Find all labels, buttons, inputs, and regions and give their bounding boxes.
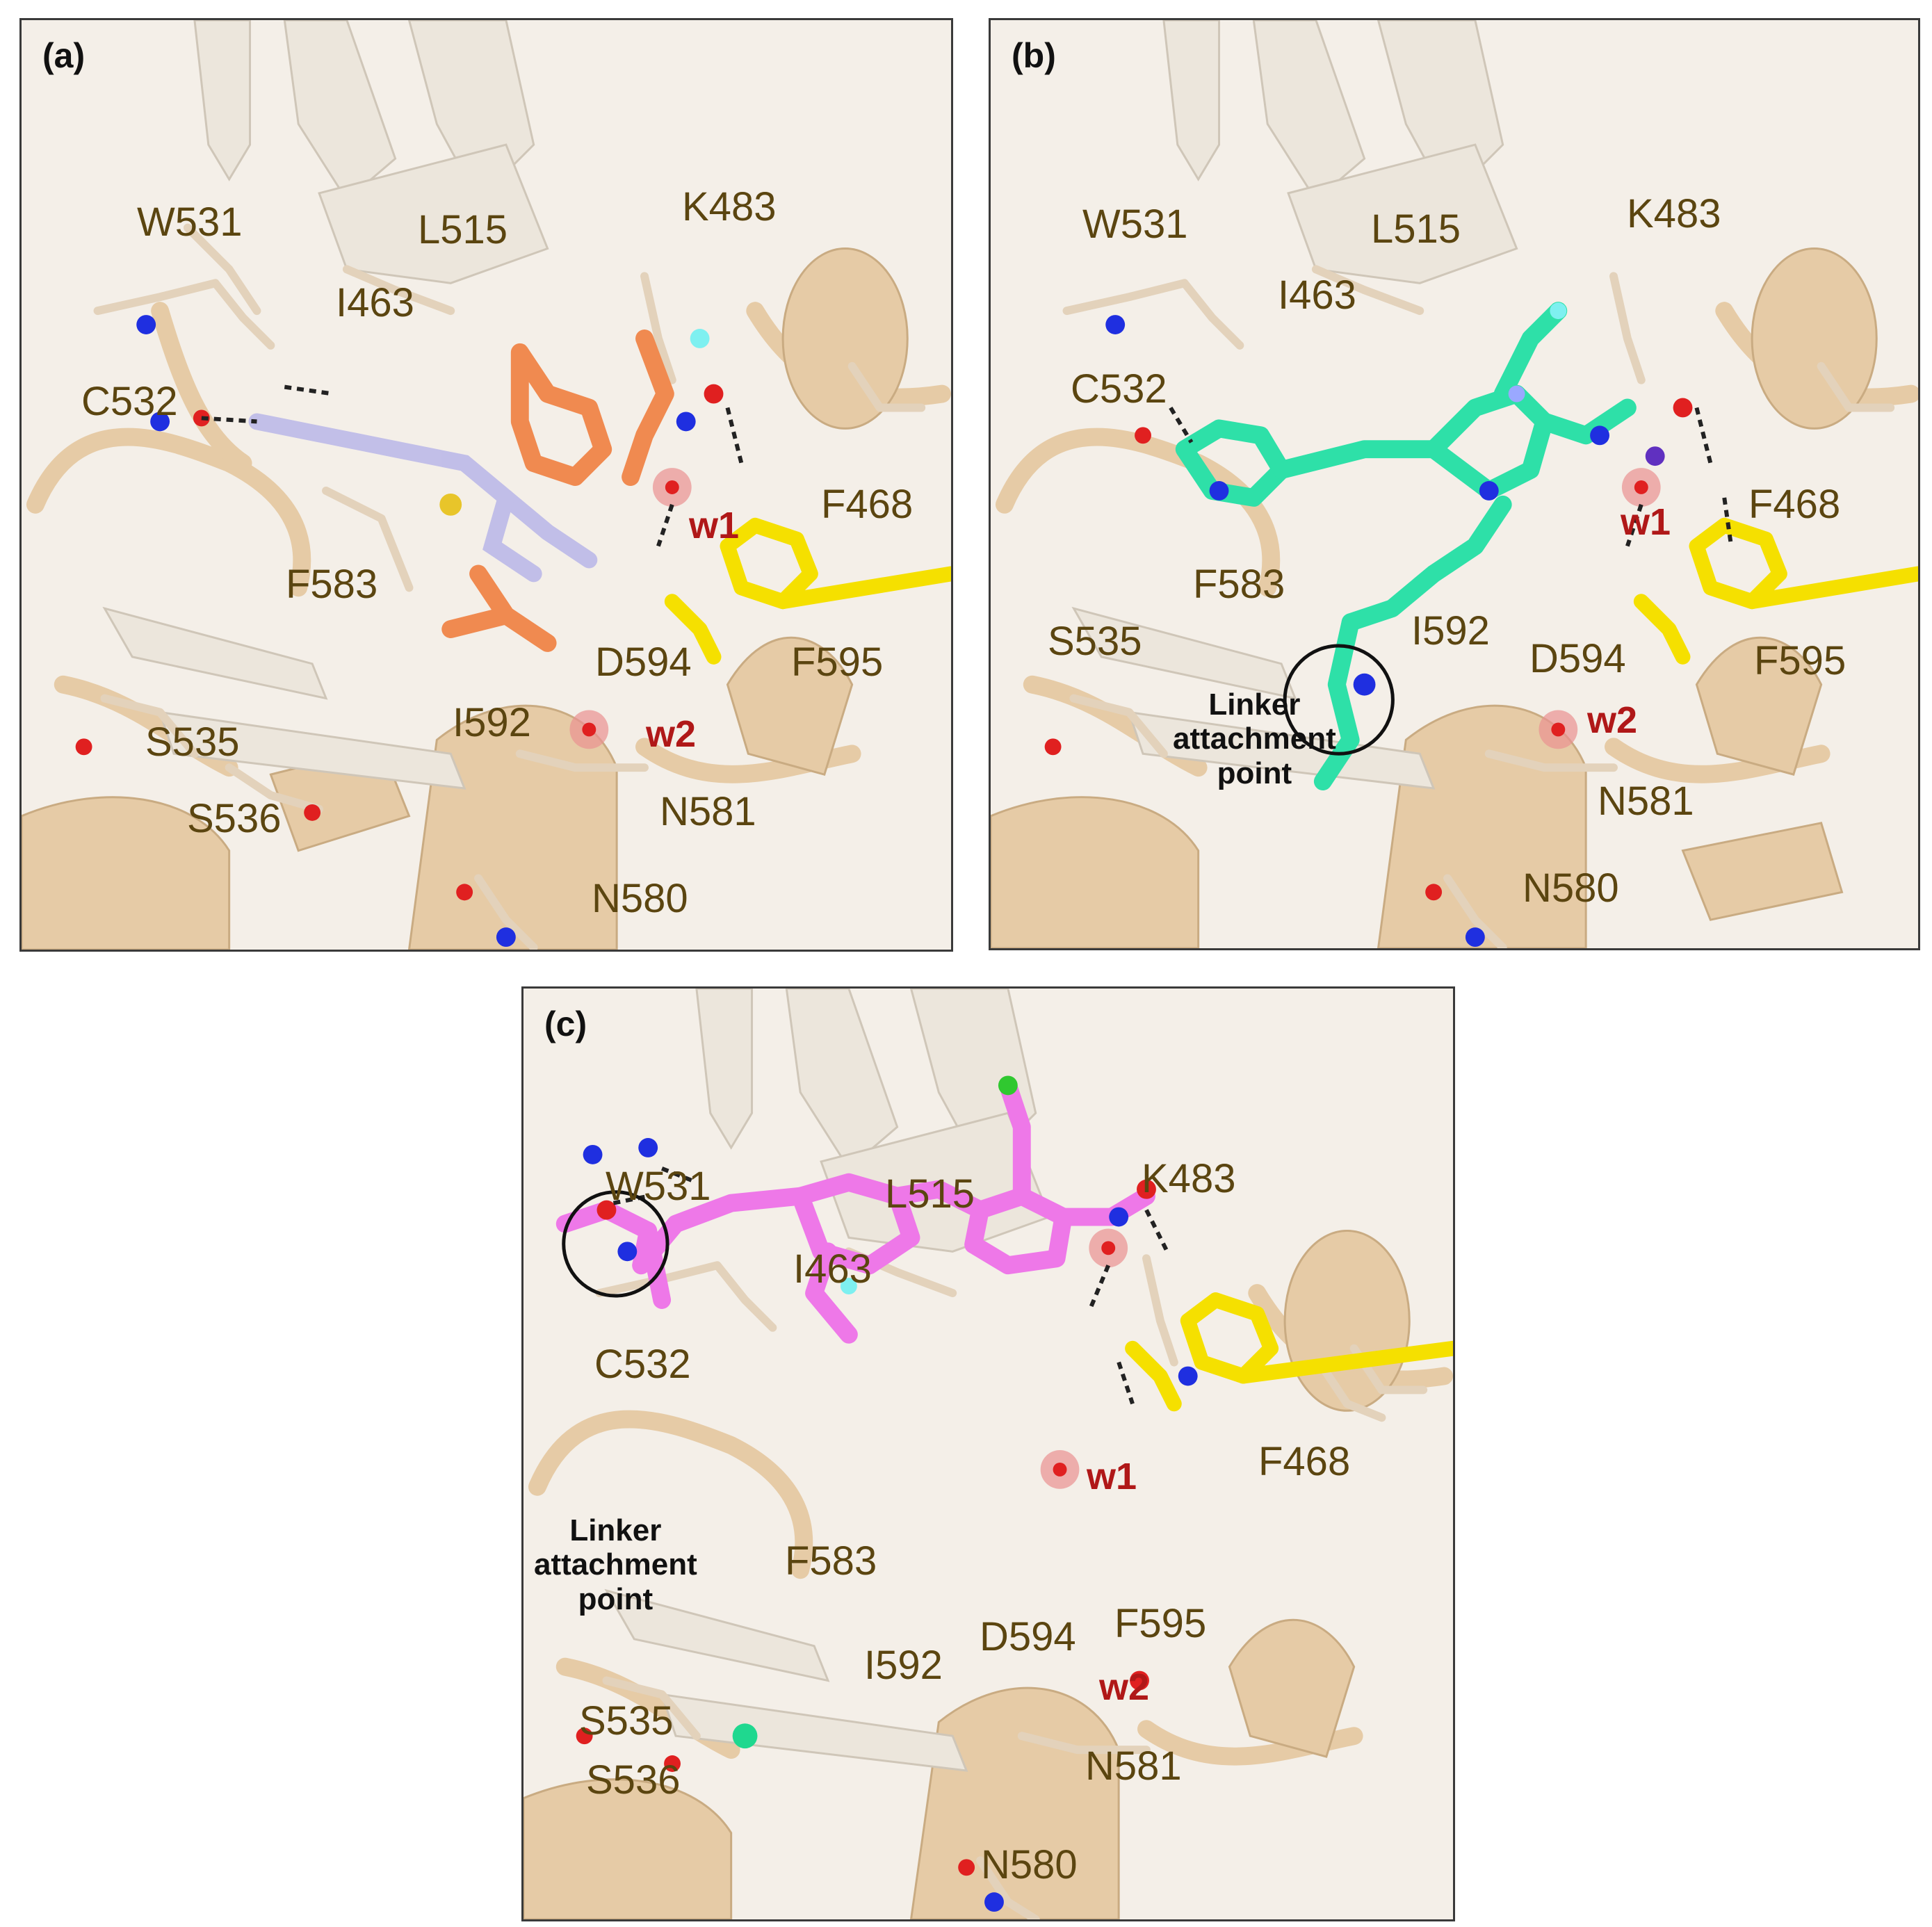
residue-label: N581 [660, 789, 756, 834]
residue-label: S535 [145, 719, 240, 765]
residue-label: F583 [1193, 562, 1285, 607]
residue-label: L515 [1371, 206, 1461, 252]
residue-label: K483 [682, 184, 777, 229]
residue-label: C532 [81, 379, 178, 424]
residue-label: S535 [579, 1698, 674, 1743]
water-label: w2 [646, 713, 697, 755]
residue-label: K483 [1142, 1156, 1236, 1201]
linker-circle-c [562, 1190, 669, 1298]
linker-circle-b [1283, 644, 1395, 756]
water-label: w1 [1621, 501, 1671, 543]
residue-label: F468 [1748, 482, 1841, 527]
structure-render-a [22, 20, 951, 950]
panel-label: (a) [42, 36, 86, 75]
water-label: w2 [1587, 699, 1638, 741]
residue-label: L515 [885, 1171, 975, 1217]
water-label: w2 [1099, 1666, 1150, 1708]
panel-label: (b) [1012, 36, 1056, 75]
residue-label: I592 [1411, 608, 1490, 653]
water-label: w1 [1087, 1456, 1137, 1497]
panel-b: (b) W531 L515 K483 I463 C532 F468 F583 I… [989, 18, 1920, 950]
residue-label: N581 [1598, 779, 1694, 824]
residue-label: L515 [418, 207, 508, 252]
panel-c: (c) W531 L515 K483 I463 C532 F468 F583 D… [521, 986, 1455, 1921]
residue-label: F468 [821, 482, 914, 527]
residue-label: F583 [286, 562, 378, 607]
residue-label: S536 [586, 1757, 681, 1803]
residue-label: C532 [1071, 366, 1167, 412]
linker-attachment-note: Linker attachment point [1173, 688, 1336, 790]
panel-label: (c) [544, 1005, 587, 1043]
water-label: w1 [689, 505, 740, 546]
residue-label: C532 [594, 1342, 691, 1387]
residue-label: I463 [336, 280, 414, 325]
residue-label: I592 [864, 1643, 943, 1688]
residue-label: I463 [1278, 273, 1356, 318]
residue-label: I463 [793, 1246, 872, 1292]
residue-label: N580 [981, 1842, 1078, 1887]
residue-label: D594 [980, 1614, 1076, 1659]
residue-label: W531 [606, 1164, 711, 1209]
residue-label: F595 [1754, 638, 1846, 683]
panel-a: (a) W531 L515 K483 I463 C532 F468 F583 D… [19, 18, 953, 952]
residue-label: D594 [1529, 636, 1626, 681]
residue-label: N580 [592, 876, 688, 921]
residue-label: W531 [137, 200, 243, 245]
residue-label: I592 [453, 700, 531, 745]
residue-label: S536 [187, 796, 282, 841]
linker-attachment-note: Linker attachment point [534, 1513, 697, 1616]
residue-label: N580 [1523, 865, 1619, 911]
residue-label: N581 [1085, 1743, 1182, 1789]
residue-label: F468 [1258, 1439, 1351, 1484]
residue-label: F595 [791, 640, 884, 685]
residue-label: F595 [1114, 1601, 1207, 1646]
residue-label: S535 [1048, 619, 1142, 664]
residue-label: D594 [595, 640, 692, 685]
residue-label: F583 [785, 1538, 877, 1584]
residue-label: W531 [1082, 202, 1188, 247]
residue-label: K483 [1627, 191, 1721, 236]
structure-render-b [991, 20, 1918, 948]
structure-render-c [523, 989, 1453, 1919]
